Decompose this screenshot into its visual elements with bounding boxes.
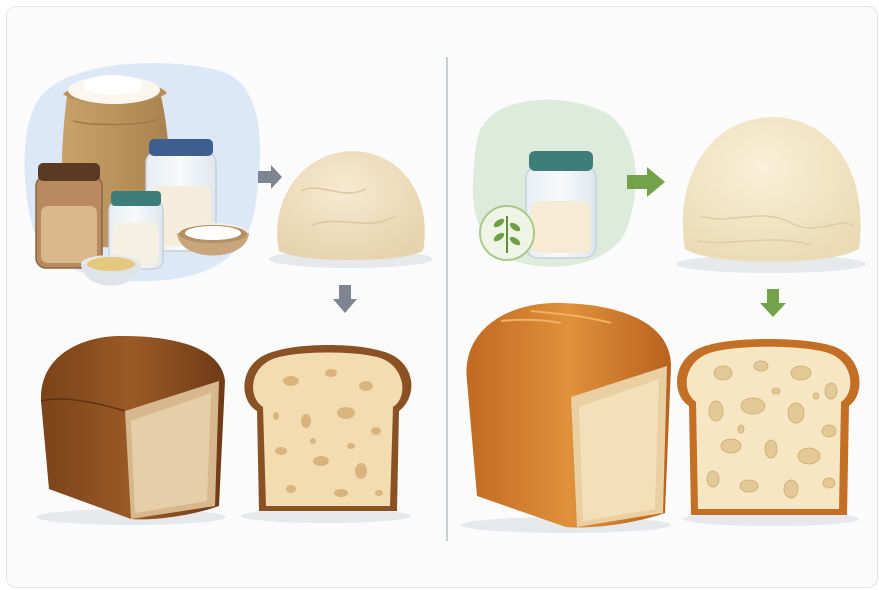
bowl-icon — [81, 255, 141, 286]
left-panel — [24, 63, 433, 525]
arrow-icon — [760, 289, 786, 317]
illustration-card — [6, 6, 878, 588]
dough-ball-icon — [676, 117, 866, 273]
leaf-badge-icon — [480, 206, 534, 260]
bread-slice-icon — [241, 345, 411, 523]
bread-loaf-icon — [461, 303, 671, 533]
bread-loaf-icon — [36, 336, 226, 525]
bread-comparison-illustration — [7, 7, 878, 588]
dough-ball-icon — [269, 151, 433, 268]
jar-icon — [36, 163, 102, 268]
arrow-icon — [258, 165, 282, 189]
jar-icon — [526, 151, 596, 258]
arrow-icon — [333, 285, 357, 313]
right-panel — [461, 100, 866, 533]
bread-slice-icon — [677, 339, 860, 526]
